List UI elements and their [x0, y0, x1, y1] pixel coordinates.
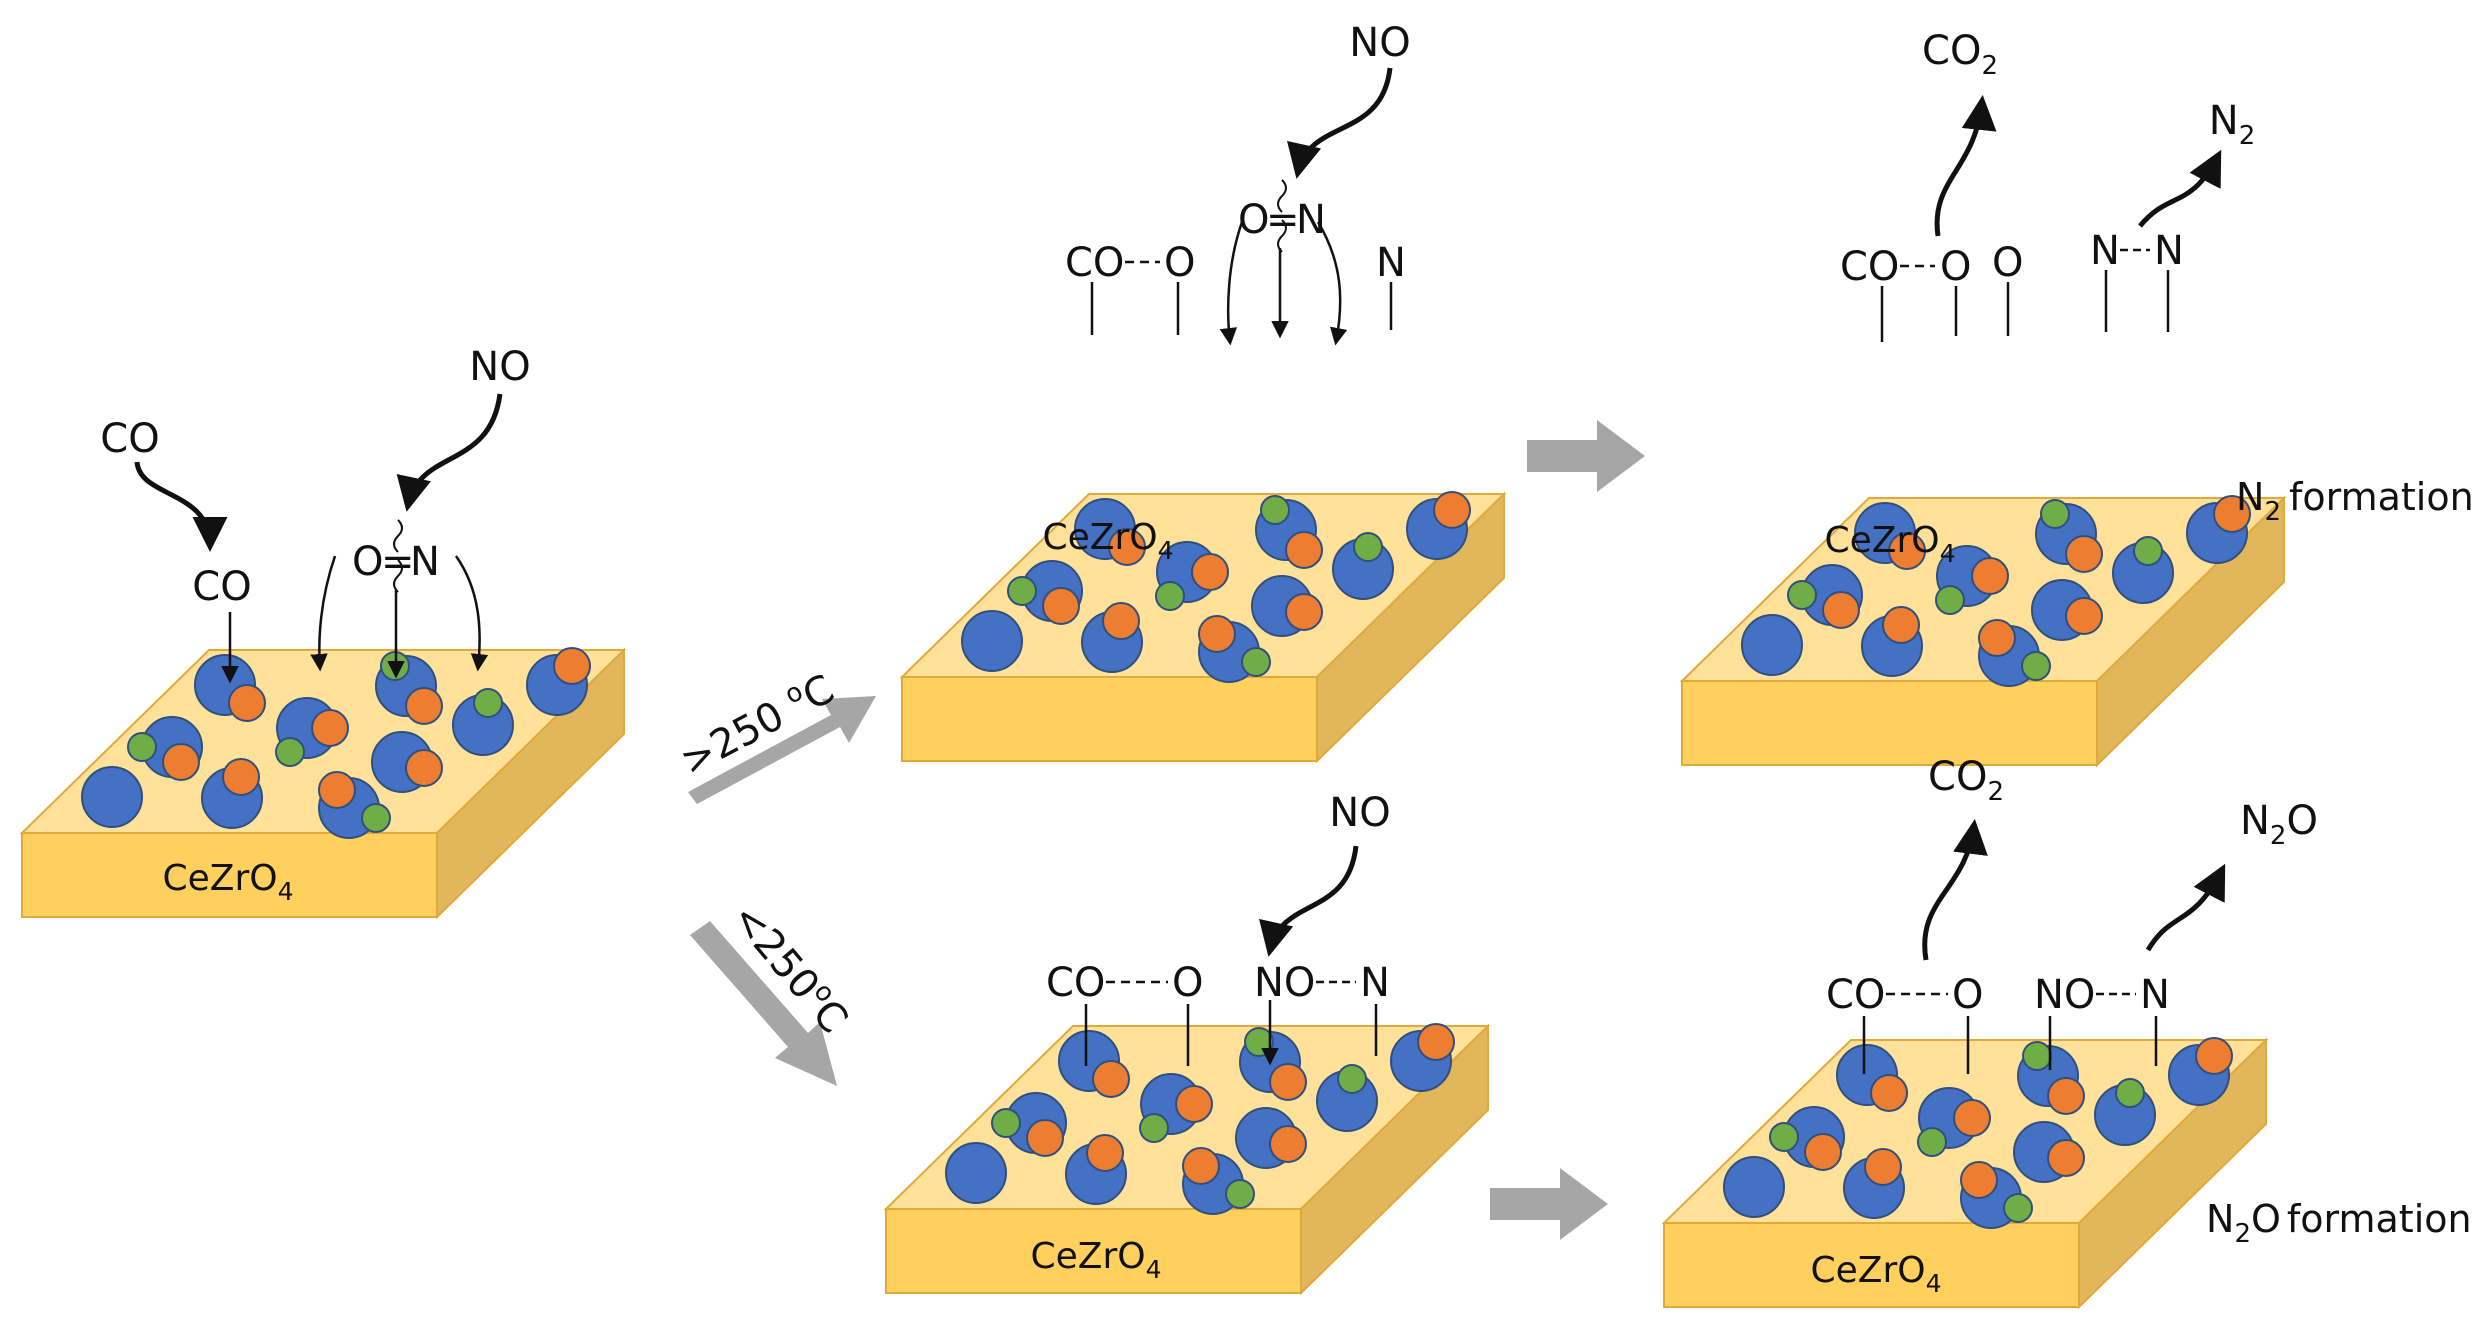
low-temperature-branch: <250oC [690, 895, 856, 1086]
support-label: CeZrO4 [1031, 1236, 1162, 1284]
co-adsorbed-label: CO [1826, 972, 1885, 1018]
o-adsorbed-label: O [1164, 240, 1195, 286]
o-label: O [1238, 197, 1269, 243]
o-to-site-arrow [310, 555, 337, 672]
o-label: O [352, 539, 383, 585]
support-label: CeZrO4 [1825, 520, 1956, 568]
bond-break-mark-upper [393, 519, 403, 553]
n-to-site-arrow [1316, 221, 1348, 346]
co2-product-label: CO2 [1922, 28, 1998, 81]
co2-product-label: CO2 [1928, 754, 2004, 807]
panel-initial: CeZrO4 CO CO NO O = N [21, 344, 625, 918]
arrow-low-temp [690, 921, 837, 1086]
co-adsorbed-label: CO [1046, 960, 1105, 1006]
o-adsorbed-label: O [1172, 960, 1203, 1006]
n2-product-label: N2 [2209, 98, 2255, 151]
co-gas-label: CO [100, 416, 159, 462]
panel-high-temp-dissociation: CeZrO4 CO O NO O = N N [901, 20, 1505, 762]
n2o-product-label: N2O [2240, 798, 2318, 851]
n-adsorbed-label: N [1360, 960, 1390, 1006]
n-adsorbed-label-1: N [2090, 228, 2120, 274]
n2o-desorption-arrow [2145, 863, 2226, 952]
n-adsorbed-label: N [2140, 972, 2170, 1018]
co-adsorbed-label: CO [1065, 240, 1124, 286]
support-label: CeZrO4 [1043, 517, 1174, 565]
step-arrow-top [1527, 420, 1645, 492]
bond-break-mark-lower [1277, 219, 1287, 253]
no-adsorption-arrow [396, 393, 503, 512]
no-gas-label: NO [1349, 20, 1410, 66]
o-adsorbed-label-2: O [1992, 240, 2023, 286]
co2-desorption-arrow [1922, 819, 1988, 961]
no-gas-label: NO [1329, 790, 1390, 836]
step-arrow-bottom [1490, 1168, 1608, 1240]
high-temperature-branch: >250 oC [673, 666, 876, 804]
support-label: CeZrO4 [163, 858, 294, 906]
o-to-site-arrow [1219, 221, 1244, 346]
panel-low-temp-adsorption: CeZrO4 CO O NO NO N [885, 790, 1489, 1294]
no-gas-label: NO [469, 344, 530, 390]
n-label: N [1296, 197, 1326, 243]
no-adsorption-arrow [1287, 67, 1393, 179]
bond-break-mark-lower [393, 559, 403, 593]
n-adsorbed-label-2: N [2154, 228, 2184, 274]
n-label: N [410, 539, 440, 585]
o-adsorbed-label: O [1940, 244, 1971, 290]
o-adsorbed-label: O [1952, 972, 1983, 1018]
n-adsorbed-label: N [1376, 240, 1406, 286]
n-to-site-arrow [454, 555, 489, 672]
co-adsorbed-label: CO [1840, 244, 1899, 290]
bond-break-mark-upper [1277, 179, 1287, 213]
support-label: CeZrO4 [1811, 1250, 1942, 1298]
co-adsorbed-label: CO [192, 564, 251, 610]
co2-desorption-arrow [1934, 95, 1997, 237]
n2-desorption-arrow [2138, 149, 2222, 228]
no-adsorption-arrow [1259, 845, 1359, 957]
no-adsorbed-label: NO [1254, 960, 1315, 1006]
no-adsorbed-label: NO [2034, 972, 2095, 1018]
co-adsorption-arrow [134, 461, 228, 552]
arrow-high-temp [688, 696, 876, 804]
